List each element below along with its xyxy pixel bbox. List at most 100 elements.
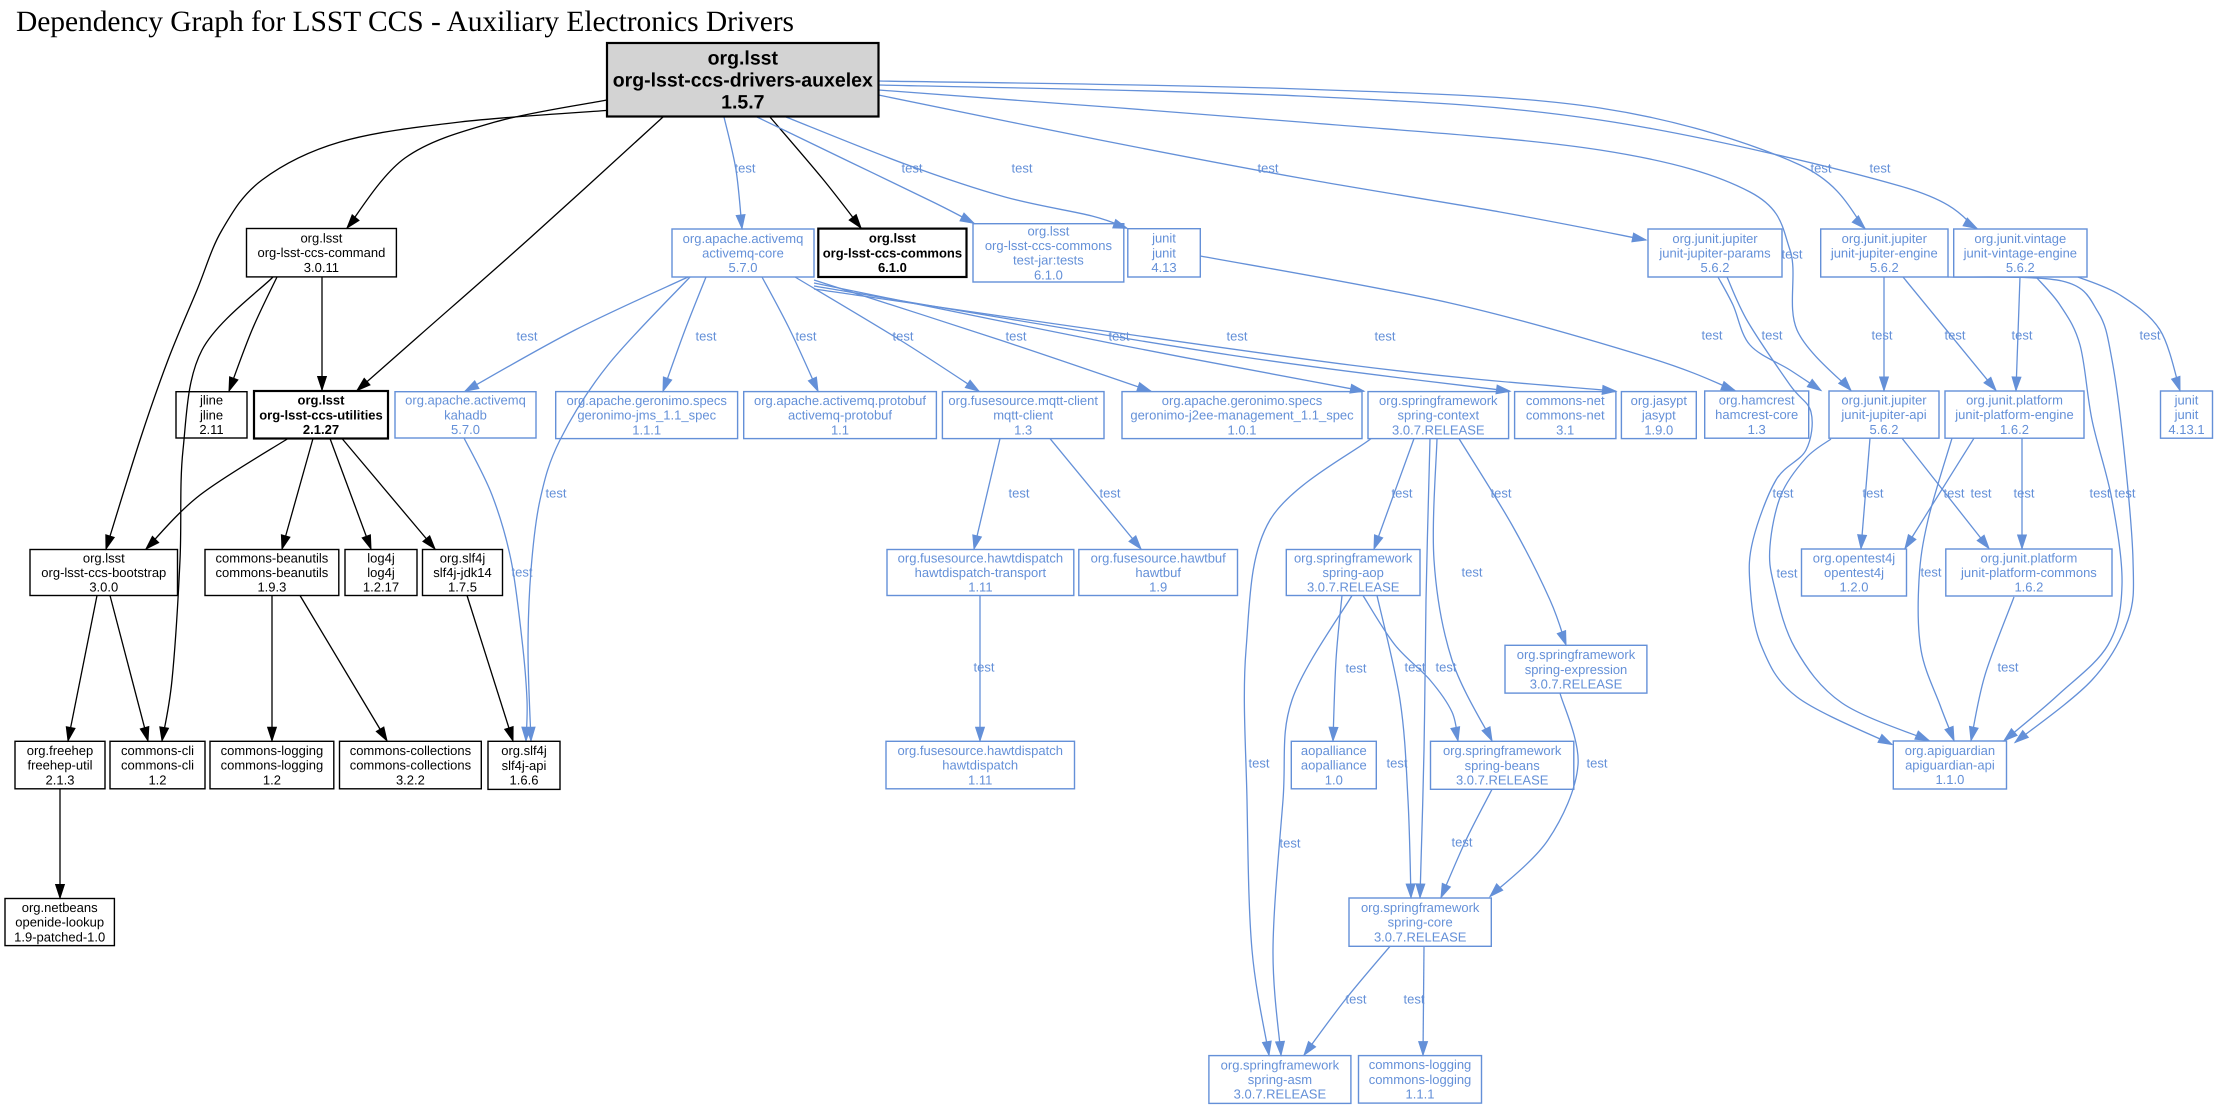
svg-text:org.fusesource.hawtdispatch: org.fusesource.hawtdispatch — [897, 743, 1062, 758]
svg-text:org-lsst-ccs-commons: org-lsst-ccs-commons — [823, 245, 962, 260]
svg-text:3.0.7.RELEASE: 3.0.7.RELEASE — [1374, 929, 1467, 944]
svg-text:org.fusesource.mqtt-client: org.fusesource.mqtt-client — [948, 393, 1098, 408]
svg-text:test: test — [1462, 565, 1483, 580]
svg-text:org.slf4j: org.slf4j — [501, 743, 547, 758]
svg-text:jline: jline — [199, 407, 223, 422]
svg-text:junit: junit — [2174, 393, 2199, 408]
svg-text:spring-core: spring-core — [1388, 915, 1453, 930]
svg-text:commons-logging: commons-logging — [1369, 1072, 1472, 1087]
svg-text:slf4j-api: slf4j-api — [502, 758, 547, 773]
svg-text:3.1: 3.1 — [1556, 422, 1574, 437]
svg-text:commons-logging: commons-logging — [1369, 1057, 1472, 1072]
svg-text:test: test — [1587, 756, 1608, 771]
svg-text:1.2: 1.2 — [263, 772, 281, 787]
svg-text:test: test — [1006, 329, 1027, 344]
svg-text:org.netbeans: org.netbeans — [22, 900, 98, 915]
svg-text:1.11: 1.11 — [968, 580, 992, 595]
svg-text:org-lsst-ccs-commons: org-lsst-ccs-commons — [985, 238, 1113, 253]
svg-text:org.freehep: org.freehep — [27, 743, 94, 758]
svg-text:test: test — [1436, 660, 1457, 675]
svg-text:test: test — [1387, 756, 1408, 771]
svg-text:1.1.1: 1.1.1 — [632, 422, 661, 437]
svg-text:test: test — [696, 329, 717, 344]
svg-text:junit-vintage-engine: junit-vintage-engine — [1963, 246, 2077, 261]
svg-text:4.13.1: 4.13.1 — [2168, 422, 2204, 437]
svg-text:2.1.27: 2.1.27 — [303, 422, 339, 437]
svg-text:org.springframework: org.springframework — [1221, 1057, 1340, 1072]
svg-text:test: test — [974, 660, 995, 675]
svg-text:commons-collections: commons-collections — [350, 758, 472, 773]
svg-text:1.9-patched-1.0: 1.9-patched-1.0 — [14, 929, 105, 944]
svg-text:junit: junit — [1151, 245, 1176, 260]
svg-text:test: test — [1258, 161, 1279, 176]
svg-text:org.fusesource.hawtdispatch: org.fusesource.hawtdispatch — [898, 550, 1063, 565]
svg-text:aopalliance: aopalliance — [1301, 743, 1367, 758]
svg-text:test: test — [1921, 565, 1942, 580]
svg-text:spring-context: spring-context — [1397, 408, 1479, 423]
svg-text:org.opentest4j: org.opentest4j — [1813, 550, 1896, 565]
svg-text:test: test — [517, 329, 538, 344]
svg-text:test: test — [1777, 566, 1798, 581]
svg-text:test: test — [1870, 161, 1891, 176]
svg-text:1.5.7: 1.5.7 — [721, 92, 764, 114]
svg-text:org.junit.platform: org.junit.platform — [1980, 550, 2077, 565]
svg-text:org.lsst: org.lsst — [298, 393, 346, 408]
svg-text:3.0.11: 3.0.11 — [304, 260, 339, 275]
svg-text:org.hamcrest: org.hamcrest — [1719, 393, 1795, 408]
svg-text:4.13: 4.13 — [1151, 260, 1176, 275]
svg-text:org.junit.jupiter: org.junit.jupiter — [1841, 393, 1927, 408]
svg-text:org.springframework: org.springframework — [1379, 393, 1498, 408]
svg-text:test: test — [902, 161, 923, 176]
svg-text:test: test — [1811, 161, 1832, 176]
svg-text:kahadb: kahadb — [444, 407, 487, 422]
svg-text:junit: junit — [2174, 407, 2199, 422]
svg-text:test: test — [1702, 328, 1723, 343]
svg-text:junit-jupiter-params: junit-jupiter-params — [1658, 246, 1771, 261]
svg-text:spring-beans: spring-beans — [1465, 758, 1541, 773]
svg-text:geronimo-j2ee-management_1.1_s: geronimo-j2ee-management_1.1_spec — [1130, 408, 1354, 423]
svg-text:org-lsst-ccs-command: org-lsst-ccs-command — [257, 245, 385, 260]
svg-text:opentest4j: opentest4j — [1824, 565, 1884, 580]
svg-text:org.slf4j: org.slf4j — [440, 550, 486, 565]
svg-text:commons-collections: commons-collections — [350, 743, 472, 758]
svg-text:log4j: log4j — [367, 550, 395, 565]
svg-text:1.9.0: 1.9.0 — [1644, 422, 1673, 437]
svg-text:mqtt-client: mqtt-client — [993, 408, 1053, 423]
svg-text:3.0.0: 3.0.0 — [89, 580, 118, 595]
svg-text:aopalliance: aopalliance — [1301, 758, 1367, 773]
svg-text:test: test — [1872, 328, 1893, 343]
svg-text:hawtbuf: hawtbuf — [1135, 565, 1181, 580]
svg-text:org.jasypt: org.jasypt — [1631, 393, 1688, 408]
svg-text:3.0.7.RELEASE: 3.0.7.RELEASE — [1392, 422, 1485, 437]
svg-text:test: test — [1405, 660, 1426, 675]
svg-text:spring-aop: spring-aop — [1322, 565, 1383, 580]
svg-text:1.6.6: 1.6.6 — [510, 773, 539, 788]
svg-text:test: test — [1346, 661, 1367, 676]
svg-text:1.6.2: 1.6.2 — [2014, 580, 2043, 595]
svg-text:test: test — [2090, 486, 2111, 501]
svg-text:test: test — [1280, 836, 1301, 851]
svg-text:test: test — [1452, 835, 1473, 850]
svg-text:org.lsst: org.lsst — [300, 231, 342, 246]
svg-text:commons-net: commons-net — [1526, 393, 1605, 408]
svg-text:test: test — [1998, 660, 2019, 675]
svg-text:org.lsst: org.lsst — [83, 550, 125, 565]
svg-text:spring-asm: spring-asm — [1248, 1072, 1312, 1087]
svg-text:test: test — [1773, 486, 1794, 501]
svg-text:5.6.2: 5.6.2 — [1870, 422, 1899, 437]
svg-text:org.springframework: org.springframework — [1361, 900, 1480, 915]
svg-text:Dependency Graph for LSST CCS: Dependency Graph for LSST CCS - Auxiliar… — [16, 6, 794, 38]
svg-text:test: test — [1944, 486, 1965, 501]
svg-text:test: test — [2014, 486, 2035, 501]
svg-text:org.junit.jupiter: org.junit.jupiter — [1842, 231, 1928, 246]
svg-text:commons-logging: commons-logging — [221, 758, 324, 773]
svg-text:activemq-core: activemq-core — [702, 246, 784, 261]
svg-text:test: test — [735, 161, 756, 176]
svg-text:org.lsst: org.lsst — [869, 231, 917, 246]
svg-text:3.0.7.RELEASE: 3.0.7.RELEASE — [1456, 773, 1549, 788]
svg-text:org.fusesource.hawtbuf: org.fusesource.hawtbuf — [1091, 550, 1227, 565]
svg-text:commons-cli: commons-cli — [121, 758, 194, 773]
svg-text:test: test — [1762, 328, 1783, 343]
svg-text:test: test — [2115, 486, 2136, 501]
svg-text:slf4j-jdk14: slf4j-jdk14 — [433, 565, 492, 580]
